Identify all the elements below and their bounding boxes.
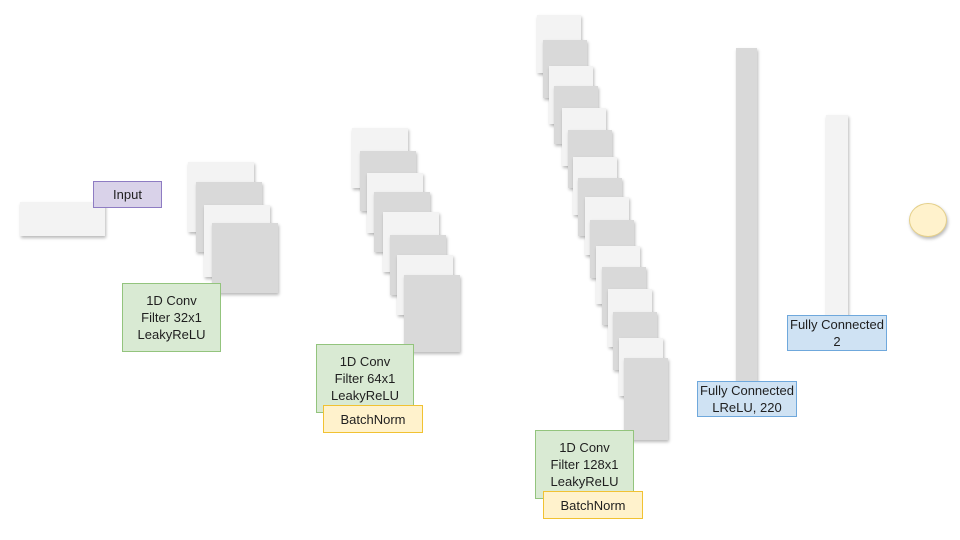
conv2-batchnorm-text: BatchNorm: [340, 411, 406, 427]
conv3-feature-map: [624, 358, 668, 440]
conv3-batchnorm-label: BatchNorm: [543, 491, 643, 519]
input-block: [20, 202, 105, 236]
fc1-label-line1: Fully Connected: [700, 383, 794, 398]
conv1-feature-map: [212, 223, 278, 293]
conv3-label-line3: LeakyReLU: [550, 474, 619, 489]
conv2-feature-map: [404, 275, 460, 352]
conv1-label-line1: 1D Conv: [146, 293, 197, 308]
fc2-layer-bar: [826, 115, 848, 320]
conv2-batchnorm-label: BatchNorm: [323, 405, 423, 433]
conv3-label-line1: 1D Conv: [559, 440, 610, 455]
conv1-label-line3: LeakyReLU: [137, 327, 206, 342]
input-label: Input: [93, 181, 162, 208]
conv2-label-line2: Filter 64x1: [334, 371, 396, 386]
fc1-layer-bar: [736, 48, 757, 386]
fc2-label: Fully Connected 2: [787, 315, 887, 351]
conv3-label-line2: Filter 128x1: [550, 457, 619, 472]
conv3-label: 1D Conv Filter 128x1 LeakyReLU: [535, 430, 634, 499]
conv2-label: 1D Conv Filter 64x1 LeakyReLU: [316, 344, 414, 413]
conv1-label-line2: Filter 32x1: [141, 310, 202, 325]
conv1-label: 1D Conv Filter 32x1 LeakyReLU: [122, 283, 221, 352]
input-label-text: Input: [113, 187, 142, 202]
conv2-label-line1: 1D Conv: [339, 354, 391, 369]
conv3-batchnorm-text: BatchNorm: [560, 497, 626, 513]
output-node: [909, 203, 947, 237]
fc1-label: Fully Connected LReLU, 220: [697, 381, 797, 417]
conv2-label-line3: LeakyReLU: [331, 388, 399, 403]
fc1-label-line2: LReLU, 220: [712, 400, 782, 415]
fc2-label-line1: Fully Connected: [790, 317, 884, 332]
fc2-label-line2: 2: [833, 334, 841, 349]
